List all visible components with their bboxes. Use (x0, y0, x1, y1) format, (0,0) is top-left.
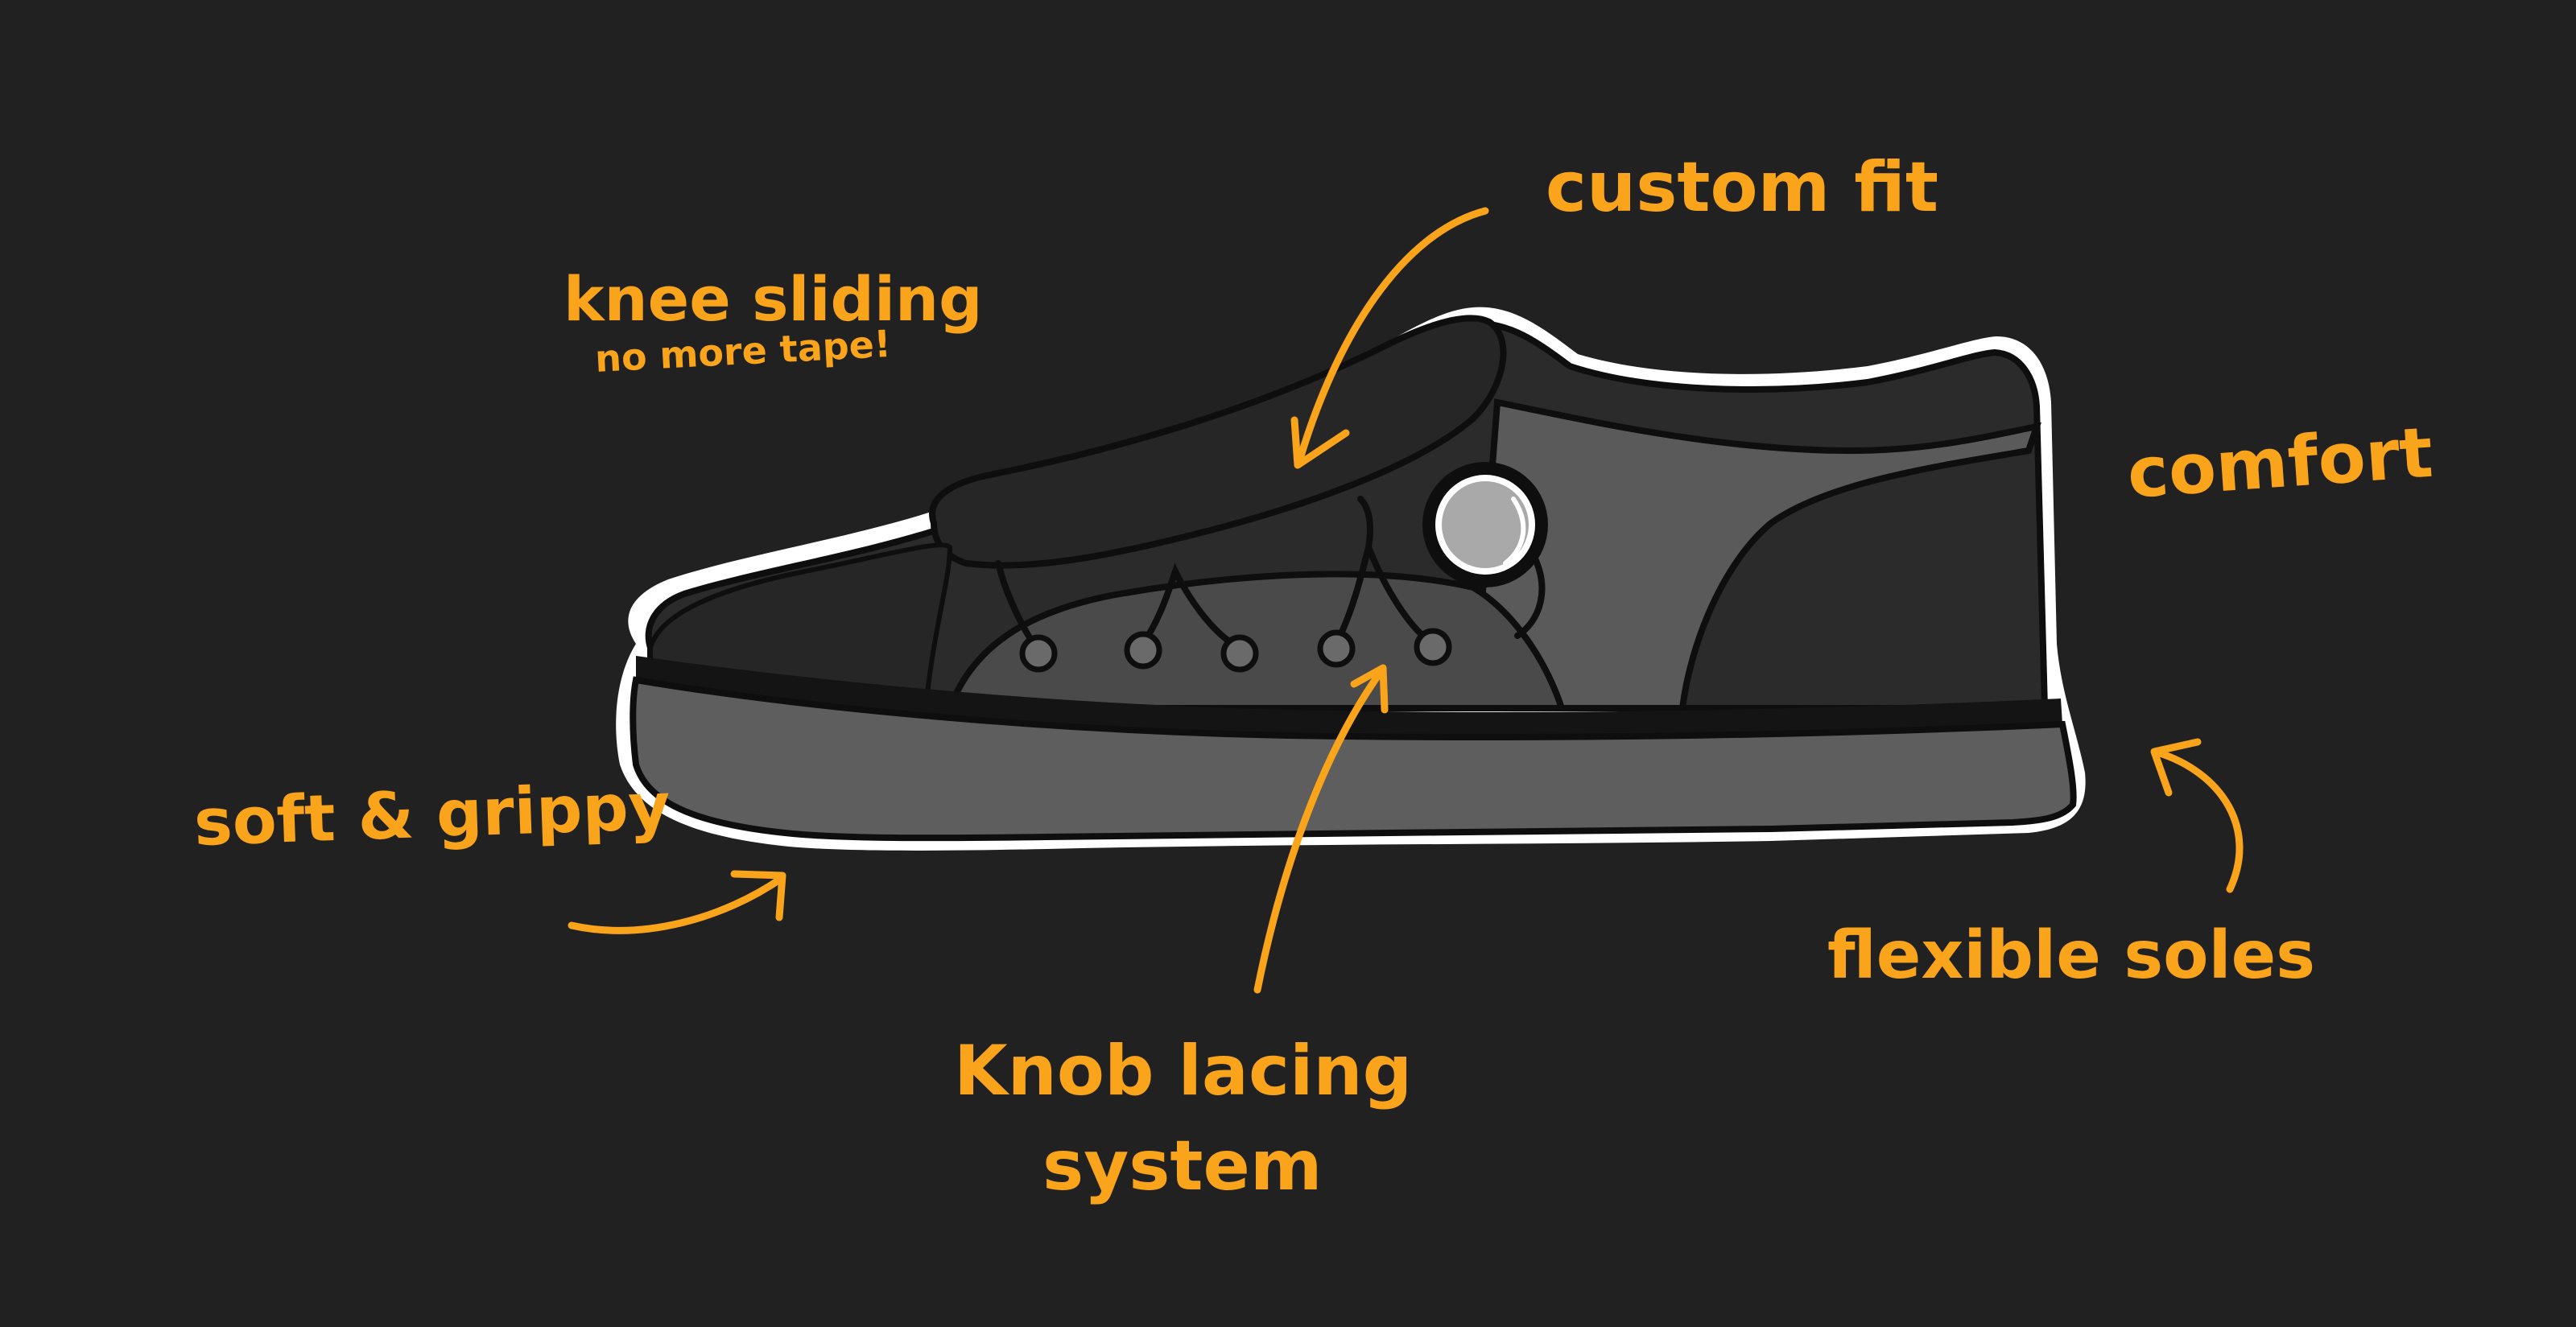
shoe-sole-band (636, 656, 2062, 738)
eyelet (1019, 634, 1058, 673)
label-custom-fit: custom fit (1546, 147, 1938, 228)
annotation-labels: custom fit knee sliding no more tape! co… (192, 147, 2435, 1206)
shoe-sole (630, 676, 2077, 842)
eyelet (1124, 631, 1162, 670)
shoe-lace-panel (945, 571, 1567, 711)
shoe-eyelets (1019, 628, 1452, 673)
custom-fit-arrow-icon (1290, 207, 1489, 469)
label-knee-sliding: knee sliding (564, 263, 983, 335)
eyelet (1317, 629, 1356, 668)
label-knob-lacing-line1: Knob lacing (954, 1031, 1412, 1111)
eyelet (1220, 634, 1259, 673)
shoe-toe-cap (648, 542, 953, 711)
label-soft-grippy: soft & grippy (192, 769, 671, 860)
shoe-tongue (929, 315, 1507, 569)
flexible-soles-arrow-icon (2150, 738, 2244, 893)
eyelet (1414, 628, 1452, 666)
label-knob-lacing-line2: system (1042, 1126, 1323, 1206)
lacing-knob-icon (1422, 462, 1548, 639)
label-comfort: comfort (2124, 413, 2435, 514)
label-flexible-soles: flexible soles (1827, 917, 2315, 994)
shoe-heel-panel (1477, 398, 2041, 711)
shoe-illustration (616, 307, 2086, 851)
knob-lacing-arrow-icon (1253, 664, 1389, 994)
soft-grippy-arrow-icon (568, 870, 786, 934)
annotation-arrows (568, 207, 2244, 994)
